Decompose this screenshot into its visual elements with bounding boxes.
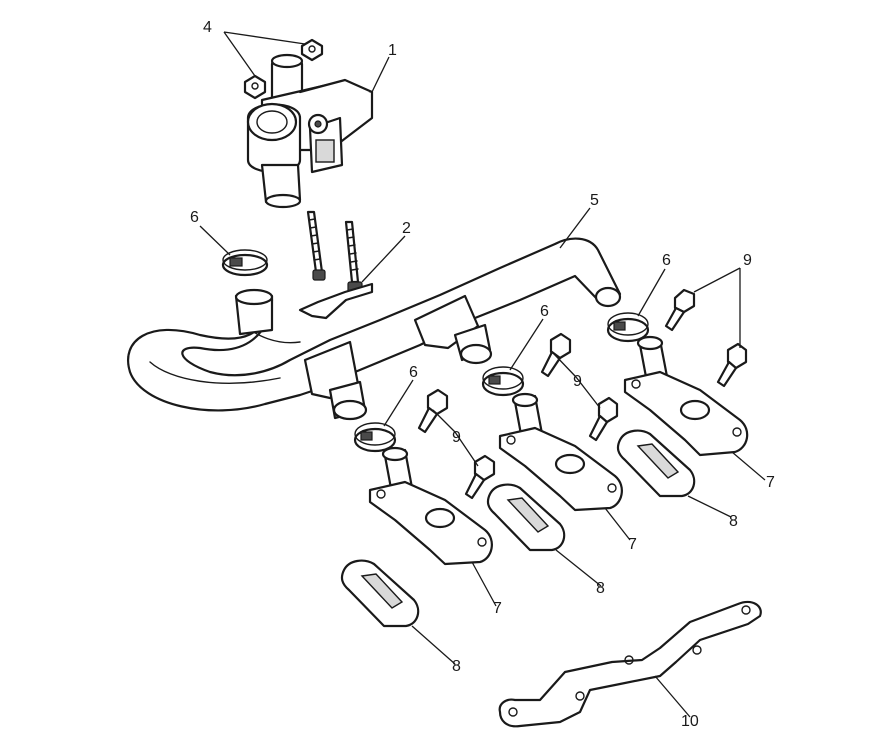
support-strap: [498, 600, 762, 728]
callout-9-bolts-right: 9: [743, 252, 752, 269]
gasket-2: [486, 483, 566, 552]
callout-6-clip-1: 6: [190, 209, 199, 226]
bolt-5: [417, 388, 449, 434]
callout-2: 2: [402, 220, 411, 237]
callout-6-clip-3: 6: [540, 303, 549, 320]
callout-1: 1: [388, 42, 397, 59]
bracket-2: [498, 392, 623, 512]
nut-upper: [300, 38, 324, 62]
callout-5: 5: [590, 192, 599, 209]
nut-lower: [243, 74, 267, 100]
bracket-3: [368, 446, 493, 566]
valve-assembly: [246, 53, 374, 209]
hose-clip-1: [221, 249, 269, 277]
callout-6-clip-2: 6: [662, 252, 671, 269]
bolt-2: [716, 342, 748, 388]
callout-7-bracket-1: 7: [766, 474, 775, 491]
callout-7-bracket-3: 7: [493, 600, 502, 617]
leader-lines: [199, 31, 766, 718]
callout-9-bolts-middle: 9: [573, 373, 582, 390]
callout-9-bolts-left: 9: [452, 429, 461, 446]
callout-7-bracket-2: 7: [628, 536, 637, 553]
bolt-6: [464, 454, 496, 500]
callout-4: 4: [203, 19, 212, 36]
bolt-1: [664, 288, 696, 332]
hose-clip-3: [481, 366, 525, 397]
callout-8-gasket-3: 8: [452, 658, 461, 675]
coolant-pipe: [127, 237, 622, 421]
callout-6-clip-4: 6: [409, 364, 418, 381]
stud-bracket: [298, 210, 374, 320]
callout-8-gasket-1: 8: [729, 513, 738, 530]
callout-labels: 1 2 4 5 6 6 6 6 7 7 7 8 8 8 9 9 9 10: [190, 19, 775, 730]
bolt-3: [540, 332, 572, 378]
bolt-4: [588, 396, 619, 442]
callout-10: 10: [681, 713, 699, 730]
hose-clip-4: [353, 422, 397, 453]
hose-clip-2: [606, 312, 650, 343]
bracket-1: [623, 335, 749, 457]
gasket-1: [616, 429, 696, 498]
callout-8-gasket-2: 8: [596, 580, 605, 597]
gasket-3: [340, 559, 420, 628]
